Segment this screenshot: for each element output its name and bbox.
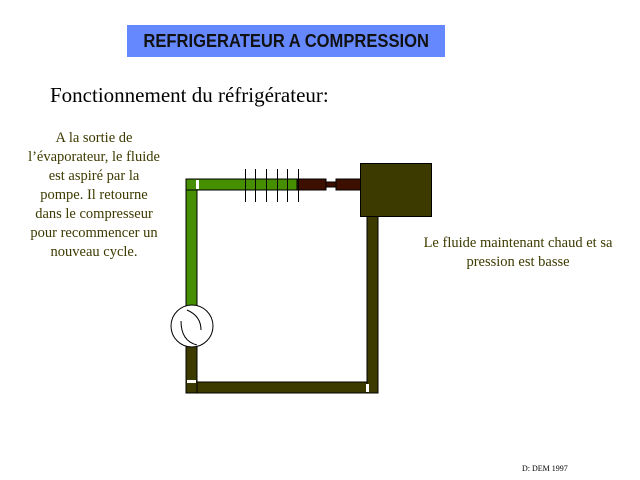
- joint-marker: [196, 180, 199, 189]
- right-pipe: [366, 214, 379, 394]
- right-caption: Le fluide maintenant chaud et sa pressio…: [423, 235, 613, 270]
- slide-title-text: REFRIGERATEUR A COMPRESSION: [143, 30, 429, 51]
- pump-icon: [170, 304, 214, 348]
- joint-marker: [366, 384, 369, 392]
- left-caption: A la sortie de l’évaporateur, le fluide …: [28, 130, 160, 260]
- left-evaporator-pipe: [185, 178, 198, 312]
- capillary-tube-right: [335, 178, 362, 191]
- capillary-tube-left: [296, 178, 327, 191]
- left-lower-pipe: [185, 339, 198, 394]
- credit: D: DEM 1997: [522, 464, 568, 473]
- heat-exchanger-fins: [245, 169, 299, 202]
- top-evaporator-pipe: [185, 178, 298, 191]
- compressor-box: [360, 163, 432, 217]
- expansion-constriction: [325, 181, 337, 188]
- joint-marker: [187, 380, 196, 383]
- slide-title: REFRIGERATEUR A COMPRESSION: [127, 25, 445, 57]
- bottom-pipe: [185, 381, 379, 394]
- subtitle: Fonctionnement du réfrigérateur:: [50, 83, 329, 107]
